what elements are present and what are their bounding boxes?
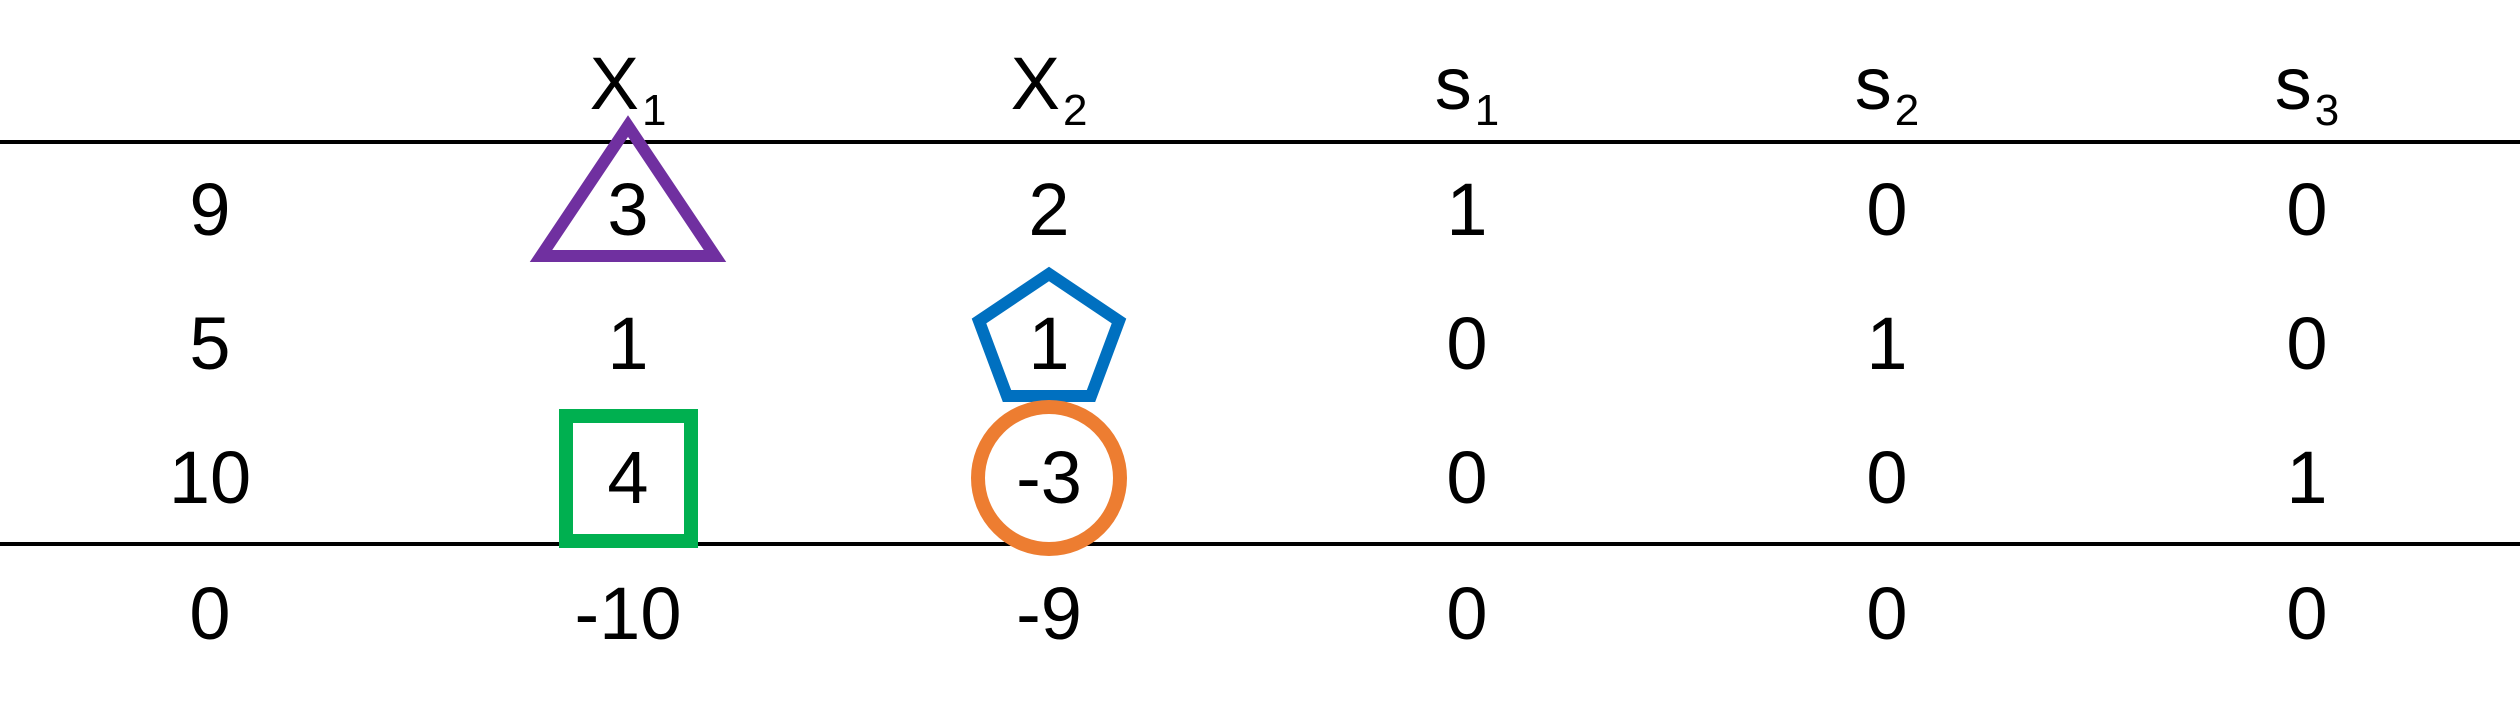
cell-r3-c3: 0 [1446, 436, 1488, 519]
cell-r1-c2: 2 [1028, 168, 1070, 251]
header-s1-base: s [1434, 42, 1472, 125]
cell-r2-c5: 0 [2286, 302, 2328, 385]
circle-mark [971, 400, 1127, 556]
triangle-mark [529, 115, 727, 262]
objective-c3: 0 [1446, 572, 1488, 655]
cell-r3-c1: 4 [607, 436, 649, 519]
cell-r2-c3: 0 [1446, 302, 1488, 385]
header-x2-sub: 2 [1062, 86, 1088, 135]
cell-r1-c4: 0 [1866, 168, 1908, 251]
header-x1-base: X [589, 42, 639, 125]
cell-r2-c1: 1 [607, 302, 649, 385]
cell-r3-c4: 0 [1866, 436, 1908, 519]
header-s2-base: s [1854, 42, 1892, 125]
cell-r1-c0: 9 [189, 168, 231, 251]
header-s3-base: s [2274, 42, 2312, 125]
cell-r3-c0: 10 [168, 436, 252, 519]
cell-r3-c2: -3 [1016, 436, 1082, 519]
header-x2-base: X [1010, 42, 1060, 125]
header-s1-sub: 1 [1474, 86, 1500, 135]
cell-r1-c5: 0 [2286, 168, 2328, 251]
header-s3-sub: 3 [2314, 86, 2340, 135]
header-x1-sub: 1 [641, 86, 667, 135]
objective-c4: 0 [1866, 572, 1908, 655]
header-s3: s3 [2275, 47, 2339, 133]
pentagon-mark [971, 266, 1127, 402]
cell-r1-c3: 1 [1446, 168, 1488, 251]
header-s2-sub: 2 [1894, 86, 1920, 135]
header-x1: X1 [590, 47, 667, 133]
objective-c2: -9 [1016, 572, 1082, 655]
cell-r2-c2: 1 [1028, 302, 1070, 385]
cell-r2-c4: 1 [1866, 302, 1908, 385]
top-rule [0, 140, 2520, 144]
cell-r1-c1: 3 [607, 168, 649, 251]
header-s2: s2 [1855, 47, 1919, 133]
bottom-rule [0, 542, 2520, 546]
header-x2: X2 [1011, 47, 1088, 133]
cell-r3-c5: 1 [2286, 436, 2328, 519]
objective-c0: 0 [189, 572, 231, 655]
cell-r2-c0: 5 [189, 302, 231, 385]
objective-c1: -10 [574, 572, 682, 655]
header-s1: s1 [1435, 47, 1499, 133]
square-mark [559, 409, 698, 548]
objective-c5: 0 [2286, 572, 2328, 655]
